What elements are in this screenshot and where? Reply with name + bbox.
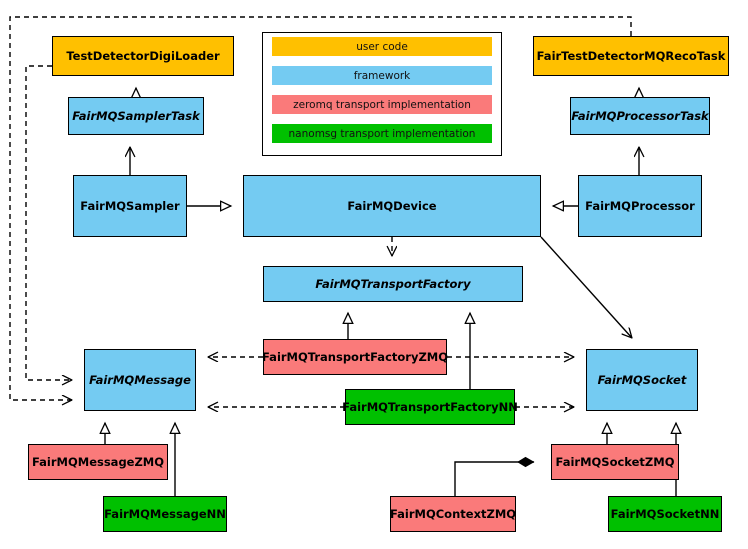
class-node-fairmqtransportfactoryzmq[interactable]: FairMQTransportFactoryZMQ — [262, 339, 448, 375]
class-node-fairmqmessagezmq[interactable]: FairMQMessageZMQ — [28, 444, 168, 480]
legend-item-nanomsg: nanomsg transport implementation — [272, 124, 492, 143]
class-label: FairMQDevice — [347, 198, 437, 213]
legend-item-user-code: user code — [272, 37, 492, 56]
class-node-fairmqsocketzmq[interactable]: FairMQSocketZMQ — [551, 444, 679, 480]
legend-item-framework: framework — [272, 66, 492, 85]
class-label: FairMQTransportFactory — [315, 276, 471, 291]
class-label: FairMQMessageZMQ — [31, 454, 165, 469]
class-label: FairMQProcessorTask — [571, 108, 709, 123]
edge-contextzmq-to-socketzmq — [454, 456, 535, 496]
class-label: FairMQProcessor — [585, 198, 695, 213]
class-label: FairMQContextZMQ — [389, 506, 517, 521]
class-node-fairmqsocket[interactable]: FairMQSocket — [586, 349, 698, 411]
class-node-fairmqmessagenn[interactable]: FairMQMessageNN — [103, 496, 227, 532]
legend-item-zeromq: zeromq transport implementation — [272, 95, 492, 114]
edge-digiloader-to-message — [25, 65, 72, 380]
class-label: FairMQSocketNN — [610, 506, 720, 521]
class-node-fairmqmessage[interactable]: FairMQMessage — [84, 349, 196, 411]
class-label: FairMQSampler — [80, 198, 180, 213]
class-node-fairmqdevice[interactable]: FairMQDevice — [243, 175, 541, 237]
class-node-fairmqsocketnn[interactable]: FairMQSocketNN — [608, 496, 722, 532]
class-node-fairmqtransportfactorynn[interactable]: FairMQTransportFactoryNN — [342, 389, 518, 425]
class-label: FairMQMessageNN — [104, 506, 226, 521]
class-node-fairmqprocessortask[interactable]: FairMQProcessorTask — [570, 97, 710, 135]
class-node-fairmqsampler[interactable]: FairMQSampler — [73, 175, 187, 237]
class-label: FairMQMessage — [89, 372, 191, 387]
class-label: FairMQTransportFactoryZMQ — [262, 349, 449, 364]
edge-device-to-socket — [540, 236, 632, 338]
class-node-fairtestdetectormqrecotask[interactable]: FairTestDetectorMQRecoTask — [533, 36, 729, 76]
class-node-fairmqsamplertask[interactable]: FairMQSamplerTask — [68, 97, 204, 135]
class-label: FairMQSocketZMQ — [555, 454, 675, 469]
legend-label-user-code: user code — [356, 40, 408, 53]
legend-label-framework: framework — [353, 69, 411, 82]
edge-recotask-to-message — [9, 16, 632, 400]
legend-label-nanomsg: nanomsg transport implementation — [288, 127, 476, 140]
class-label: FairMQTransportFactoryNN — [342, 399, 518, 414]
class-node-testdetectordigiloader[interactable]: TestDetectorDigiLoader — [52, 36, 234, 76]
class-label: FairMQSocket — [597, 372, 687, 387]
class-node-fairmqcontextzmq[interactable]: FairMQContextZMQ — [390, 496, 516, 532]
class-label: FairTestDetectorMQRecoTask — [536, 48, 726, 63]
class-node-fairmqprocessor[interactable]: FairMQProcessor — [578, 175, 702, 237]
class-label: TestDetectorDigiLoader — [66, 48, 220, 63]
legend-label-zeromq: zeromq transport implementation — [293, 98, 471, 111]
class-label: FairMQSamplerTask — [72, 108, 200, 123]
class-node-fairmqtransportfactory[interactable]: FairMQTransportFactory — [263, 266, 523, 302]
